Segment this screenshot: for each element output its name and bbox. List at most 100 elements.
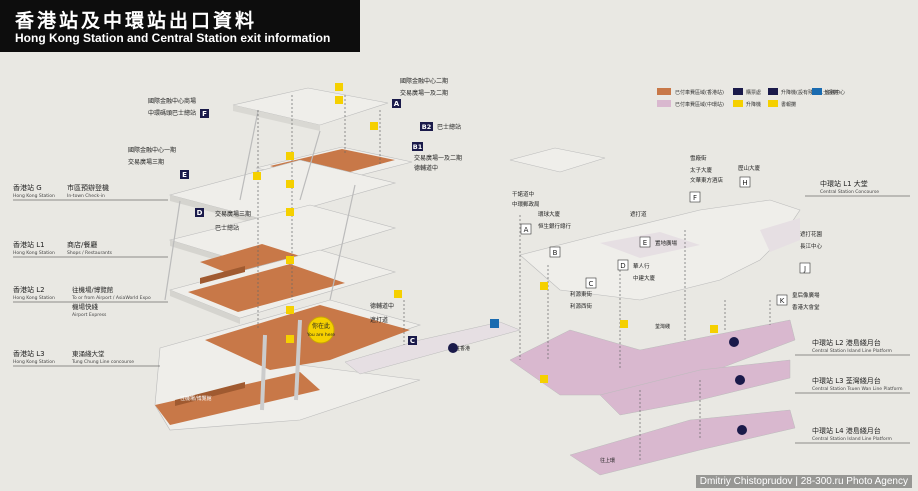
lift-icon: [335, 83, 343, 91]
exit-c-central-zh2: 利源西街: [570, 302, 593, 310]
level-l2-label: 香港站 L2: [13, 285, 45, 294]
exit-g-central-zh: 太子大廈: [690, 166, 713, 174]
exit-e-central: 遮打道 E 置地廣場: [630, 210, 678, 248]
legend-csc: 客務中心: [825, 89, 845, 96]
central-l4-label: 中環站 L4 港島綫月台: [812, 426, 881, 435]
exit-a-central-letter: A: [524, 226, 529, 234]
exit-b-central-zh: 環球大廈: [538, 210, 561, 218]
line-label-tw: 荃灣綫: [655, 323, 670, 330]
exit-b-central-letter: B: [553, 249, 558, 257]
customer-service-icon: [490, 319, 499, 328]
line-label-sw: 往上環: [600, 457, 615, 464]
lift-icon: [370, 122, 378, 130]
exit-a-hk: 國際金融中心二期 交易廣場一及二期 A: [392, 77, 448, 108]
legend-lift: 升降機: [746, 101, 761, 108]
exit-d-central-zh2: 中建大廈: [633, 274, 656, 282]
exit-f: 國際金融中心商場 中環碼頭巴士總站 F: [148, 97, 209, 118]
exit-e-central-letter: E: [643, 239, 647, 247]
exit-c-central: C 利源東街 利源西街: [570, 277, 597, 310]
exit-e-central-zh: 遮打道: [630, 210, 647, 218]
exits-left-group: 國際金融中心商場 中環碼頭巴士總站 F 國際金融中心一期 交易廣場三期 E D …: [128, 97, 251, 232]
exit-h-central: 歷山大廈 H: [738, 164, 761, 188]
level-l1-en: Hong Kong Station: [13, 250, 55, 256]
exit-k-central-zh2: 香港大會堂: [792, 303, 820, 311]
exit-e-zh: 國際金融中心一期: [128, 146, 176, 154]
exit-b-central-zh2: 恒生銀行總行: [538, 222, 572, 230]
exit-c-hk-zh2: 遮打道: [370, 316, 388, 324]
legend-lift-disabled: 升降機(設有殘疾人士設施): [781, 89, 840, 96]
lift-icon: [540, 375, 548, 383]
level-l2-sub-en: To or from Airport / AsiaWorld Expo: [71, 295, 151, 301]
exit-c-central-zh: 利源東街: [570, 290, 593, 298]
exit-f-central-letter: F: [693, 194, 697, 202]
exit-d-zh: 交易廣場三期: [215, 210, 251, 218]
lift-icon: [286, 180, 294, 188]
exit-d: D 交易廣場三期 巴士總站: [195, 208, 251, 232]
exit-j-central-zh2: 長江中心: [800, 242, 823, 250]
exit-c-central-letter: C: [589, 280, 594, 288]
level-l3-sub-en: Tung Chung Line concourse: [71, 359, 134, 365]
exit-b1: B1 交易廣場一及二期 德輔道中: [412, 142, 462, 172]
you-are-here-marker: 你在此 You are here: [306, 316, 335, 344]
exit-a-hk-zh2: 交易廣場一及二期: [400, 89, 448, 97]
central-l3-en: Central Station Tsuen Wan Line Platform: [812, 386, 902, 392]
exit-a-central-zh: 干諾道中: [512, 190, 534, 198]
exit-d-letter: D: [197, 209, 203, 217]
lift-icon: [710, 325, 718, 333]
central-l4-en: Central Station Island Line Platform: [812, 436, 892, 442]
level-g-sub-en: In-town Check-in: [67, 193, 105, 199]
central-l1-label: 中環站 L1 大堂: [820, 179, 868, 188]
exit-c-hk-letter: C: [410, 337, 415, 345]
legend-book: 書報攤: [781, 101, 796, 108]
exit-f-central: 雪廠街 文華東方酒店 F: [689, 154, 724, 203]
lift-icons: [253, 83, 718, 383]
right-level-labels: 中環站 L1 大堂 Central Station Concourse 中環站 …: [795, 179, 910, 444]
exit-a-hk-letter: A: [394, 100, 400, 108]
exit-f-zh: 國際金融中心商場: [148, 97, 196, 105]
level-l2-sub2: 機場快綫: [72, 302, 99, 311]
exit-j-central-zh: 遮打花園: [800, 230, 823, 238]
exit-f-central-zh2: 文華東方酒店: [690, 176, 724, 184]
legend-central-paid: 已付車費區域(中環站): [675, 101, 724, 108]
page-title-zh: 香港站及中環站出口資料: [15, 10, 258, 32]
legend-hk-paid: 已付車費區域(香港站): [675, 89, 724, 96]
exit-a-central: 干諾道中 中環郵政局 A: [512, 190, 540, 235]
exit-e-letter: E: [182, 171, 187, 179]
you-are-here-en: You are here: [306, 332, 335, 338]
you-are-here-zh: 你在此: [312, 322, 330, 330]
lift-icon: [286, 306, 294, 314]
exit-d-central-letter: D: [620, 262, 625, 270]
exit-a-central-zh2: 中環郵政局: [512, 200, 540, 208]
exits-top-group: 國際金融中心二期 交易廣場一及二期 A B2 巴士總站 B1 交易廣場一及二期 …: [370, 77, 462, 345]
exit-b1-letter: B1: [413, 143, 423, 151]
exit-c-hk: 德輔道中 遮打道 C: [370, 302, 417, 345]
central-l2-label: 中環站 L2 港島綫月台: [812, 338, 881, 347]
line-labels: 往機場/博覽館 往香港 荃灣綫 往上環: [175, 266, 747, 464]
exit-b1-zh2: 德輔道中: [414, 164, 438, 172]
lift-icon: [335, 96, 343, 104]
exit-f-central-zh: 雪廠街: [690, 154, 707, 162]
level-g-en: Hong Kong Station: [13, 193, 55, 199]
lift-icon: [286, 208, 294, 216]
exit-f-letter: F: [202, 110, 207, 118]
exits-right-group: 干諾道中 中環郵政局 A 環球大廈 恒生銀行總行 B C 利源東街 利源西街 D…: [512, 154, 823, 311]
hk-station-levels: [154, 87, 521, 431]
exit-a-hk-zh: 國際金融中心二期: [400, 77, 448, 85]
lift-icon: [394, 290, 402, 298]
exit-h-central-zh: 歷山大廈: [738, 164, 761, 172]
exit-k-central: K 皇后像廣場 香港大會堂: [776, 291, 820, 311]
lift-icon: [540, 282, 548, 290]
level-l3-sub: 東涌綫大堂: [72, 349, 105, 358]
level-g-label: 香港站 G: [13, 183, 42, 192]
exit-d-central-zh: 華人行: [633, 262, 650, 270]
level-l2-en: Hong Kong Station: [13, 295, 55, 301]
legend: 已付車費區域(香港站) 已付車費區域(中環站) 購票處 升降機 升降機(設有殘疾…: [657, 88, 845, 108]
level-l2-sub: 往機場/博覽館: [72, 285, 114, 294]
central-l3-label: 中環站 L3 荃灣綫月台: [812, 376, 881, 385]
exit-b-central: 環球大廈 恒生銀行總行 B: [538, 210, 572, 258]
exit-e-zh2: 交易廣場三期: [128, 158, 164, 166]
line-label-airport: 往機場/博覽館: [180, 395, 212, 402]
exit-h-central-letter: H: [742, 179, 747, 187]
lift-icon: [253, 172, 261, 180]
lift-icon: [620, 320, 628, 328]
